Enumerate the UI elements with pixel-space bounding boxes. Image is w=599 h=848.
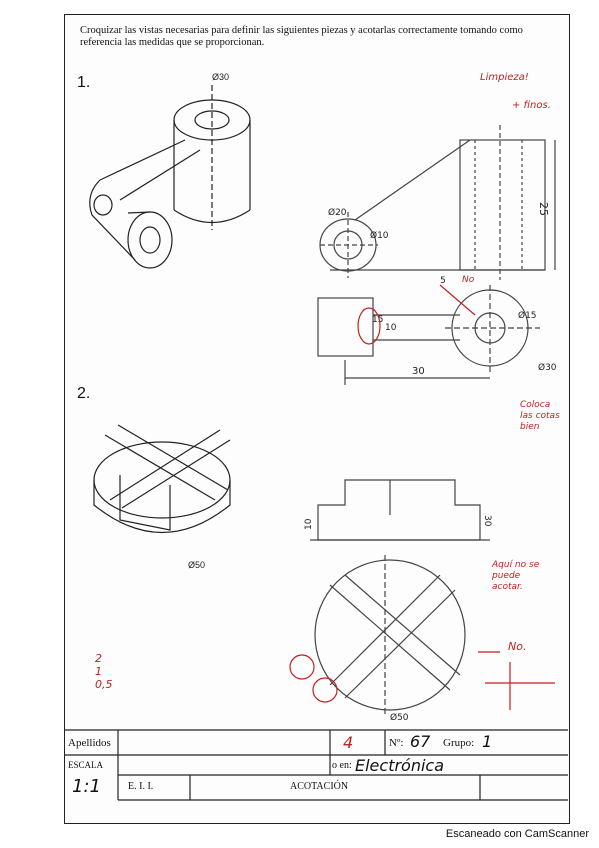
numero-label: Nº: <box>389 737 404 749</box>
part-1-isometric <box>89 85 251 269</box>
annotation-finos: + finos. <box>512 100 551 111</box>
annotation-aqui: Aquí no se puede acotar. <box>492 560 540 592</box>
annotation-no-top: No <box>462 275 475 285</box>
part-2-sketch <box>289 479 490 715</box>
dim-10: 10 <box>385 323 397 333</box>
drawing-sheet <box>64 14 570 824</box>
grupo-value: 1 <box>482 732 493 751</box>
part-1-sketch <box>317 125 556 385</box>
dim-d10: Ø10 <box>370 230 389 241</box>
dim-30: 30 <box>412 366 425 377</box>
dim-d50-iso: Ø50 <box>188 560 205 570</box>
dim-d15: Ø15 <box>518 310 537 321</box>
sheet-title: ACOTACIÓN <box>290 781 349 792</box>
dim-d30-sketch: Ø30 <box>538 362 557 373</box>
school-label: E. I. I. <box>128 781 154 792</box>
dim-d20: Ø20 <box>328 207 347 218</box>
exercise-2-number: 2. <box>77 385 91 402</box>
dim-15: 15 <box>372 315 383 325</box>
annotation-no-right: No. <box>508 640 527 653</box>
score-3: 0,5 <box>95 678 113 691</box>
annotation-colocar: Coloca las cotas bien <box>520 400 560 432</box>
dim-5: 5 <box>440 276 446 286</box>
dim-d50-sketch: Ø50 <box>390 712 409 723</box>
apellidos-label: Apellidos <box>68 737 111 749</box>
dim-10-p2: 10 <box>304 518 314 530</box>
numero-value: 67 <box>410 732 431 751</box>
dim-d30-iso: Ø30 <box>212 72 229 82</box>
score-2: 1 <box>95 665 102 678</box>
escala-label: ESCALA <box>68 760 104 770</box>
name-value: 4 <box>343 733 354 752</box>
correction-marks <box>357 284 555 710</box>
dim-30-p2: 30 <box>482 515 492 527</box>
grado-value: Electrónica <box>355 756 445 775</box>
grupo-label: Grupo: <box>443 737 475 749</box>
instructions-text: Croquizar las vistas necesarias para def… <box>80 25 523 48</box>
escala-value: 1:1 <box>72 776 101 797</box>
score-list: 2 1 0,5 <box>95 652 113 691</box>
score-1: 2 <box>95 652 102 665</box>
scanner-watermark: Escaneado con CamScanner <box>445 828 589 840</box>
dim-25: 25 <box>537 202 550 216</box>
annotation-limpieza: Limpieza! <box>480 72 529 83</box>
title-block-lines <box>64 729 568 801</box>
exercise-1-number: 1. <box>77 74 91 91</box>
grado-label: o en: <box>332 760 352 771</box>
part-2-isometric <box>93 424 231 533</box>
